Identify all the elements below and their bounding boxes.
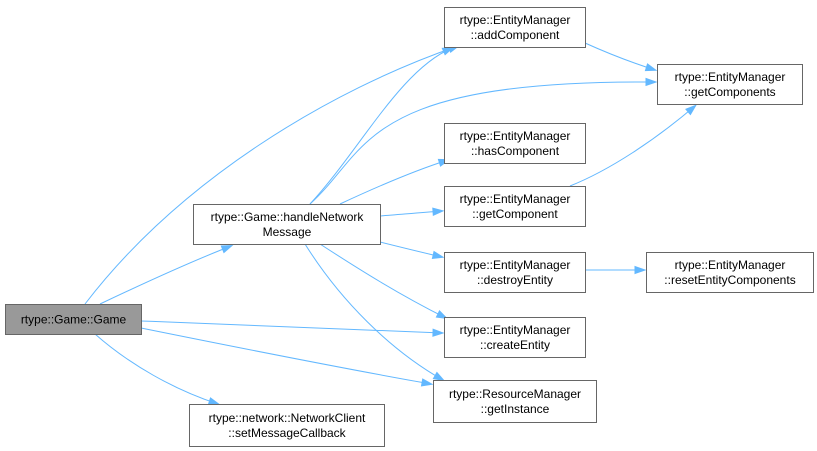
edge-destroy-to-reset [585, 265, 647, 275]
node-game: rtype::Game::Game [5, 304, 142, 335]
node-label-line: rtype::Game::Game [21, 313, 127, 327]
node-label-line: rtype::Game::handleNetwork [211, 210, 365, 224]
node-label-line: rtype::EntityManager [460, 323, 571, 337]
edge-game-to-resMgr [140, 327, 434, 387]
arrowhead-icon [432, 328, 445, 337]
edge-game-to-setcb [94, 333, 221, 406]
arrowhead-icon [685, 104, 697, 116]
node-label-line: ::createEntity [480, 338, 550, 352]
arrowhead-icon [435, 309, 449, 320]
edge-game-to-handle [99, 245, 234, 305]
call-edges [84, 42, 697, 406]
edge-game-to-addComp [84, 45, 461, 305]
node-box [444, 317, 586, 358]
node-label-line: ::resetEntityComponents [664, 273, 795, 287]
arrowhead-icon [420, 378, 434, 387]
node-label-line: ::hasComponent [471, 144, 560, 158]
edge-handle-to-addComp [309, 47, 455, 205]
node-box [444, 186, 586, 227]
edge-handle-to-resMgr [304, 243, 446, 382]
node-box [433, 380, 597, 423]
node-label-line: ::getComponents [684, 85, 775, 99]
node-label-line: ::addComponent [471, 28, 560, 42]
arrowhead-icon [220, 245, 234, 254]
node-box [189, 404, 385, 447]
node-label-line: ::getComponent [472, 207, 558, 221]
node-destroy[interactable]: rtype::EntityManager::destroyEntity [444, 252, 586, 293]
edge-handle-to-destroy [379, 241, 445, 259]
edge-addComp-to-getComps [584, 42, 658, 72]
node-label-line: rtype::EntityManager [460, 129, 571, 143]
node-getComps[interactable]: rtype::EntityManager::getComponents [657, 64, 803, 105]
node-label-line: rtype::network::NetworkClient [209, 411, 366, 425]
node-label-line: ::destroyEntity [477, 273, 553, 287]
node-setcb[interactable]: rtype::network::NetworkClient::setMessag… [189, 404, 385, 447]
node-box [646, 252, 814, 293]
node-reset[interactable]: rtype::EntityManager::resetEntityCompone… [646, 252, 814, 293]
arrowhead-icon [431, 250, 445, 259]
node-label-line: rtype::EntityManager [460, 13, 571, 27]
node-label-line: rtype::ResourceManager [449, 387, 581, 401]
edge-handle-to-getComp [379, 207, 445, 217]
edge-game-to-create [140, 320, 445, 337]
node-box [444, 7, 586, 48]
node-hasComp[interactable]: rtype::EntityManager::hasComponent [444, 123, 586, 164]
edge-handle-to-create [319, 243, 449, 320]
node-box [444, 123, 586, 164]
node-box [193, 204, 381, 245]
node-label-line: rtype::EntityManager [460, 258, 571, 272]
node-label-line: Message [263, 225, 312, 239]
node-label-line: ::getInstance [481, 402, 550, 416]
arrowhead-icon [645, 77, 658, 87]
node-label-line: rtype::EntityManager [675, 258, 786, 272]
arrowhead-icon [432, 371, 446, 382]
node-box [444, 252, 586, 293]
node-addComp[interactable]: rtype::EntityManager::addComponent [444, 7, 586, 48]
edge-handle-to-getComps [309, 77, 658, 205]
node-label-line: rtype::EntityManager [675, 70, 786, 84]
node-box [5, 304, 142, 335]
edge-handle-to-hasComp [339, 158, 451, 205]
edge-getComp-to-getComps [569, 104, 697, 187]
node-label-line: ::setMessageCallback [228, 426, 346, 440]
node-resMgr[interactable]: rtype::ResourceManager::getInstance [433, 380, 597, 423]
node-box [657, 64, 803, 105]
node-create[interactable]: rtype::EntityManager::createEntity [444, 317, 586, 358]
node-getComp[interactable]: rtype::EntityManager::getComponent [444, 186, 586, 227]
node-label-line: rtype::EntityManager [460, 192, 571, 206]
arrowhead-icon [634, 265, 647, 275]
function-nodes: rtype::Game::Game rtype::Game::handleNetw… [5, 7, 814, 447]
arrowhead-icon [644, 63, 658, 72]
arrowhead-icon [207, 397, 221, 406]
arrowhead-icon [432, 207, 445, 216]
